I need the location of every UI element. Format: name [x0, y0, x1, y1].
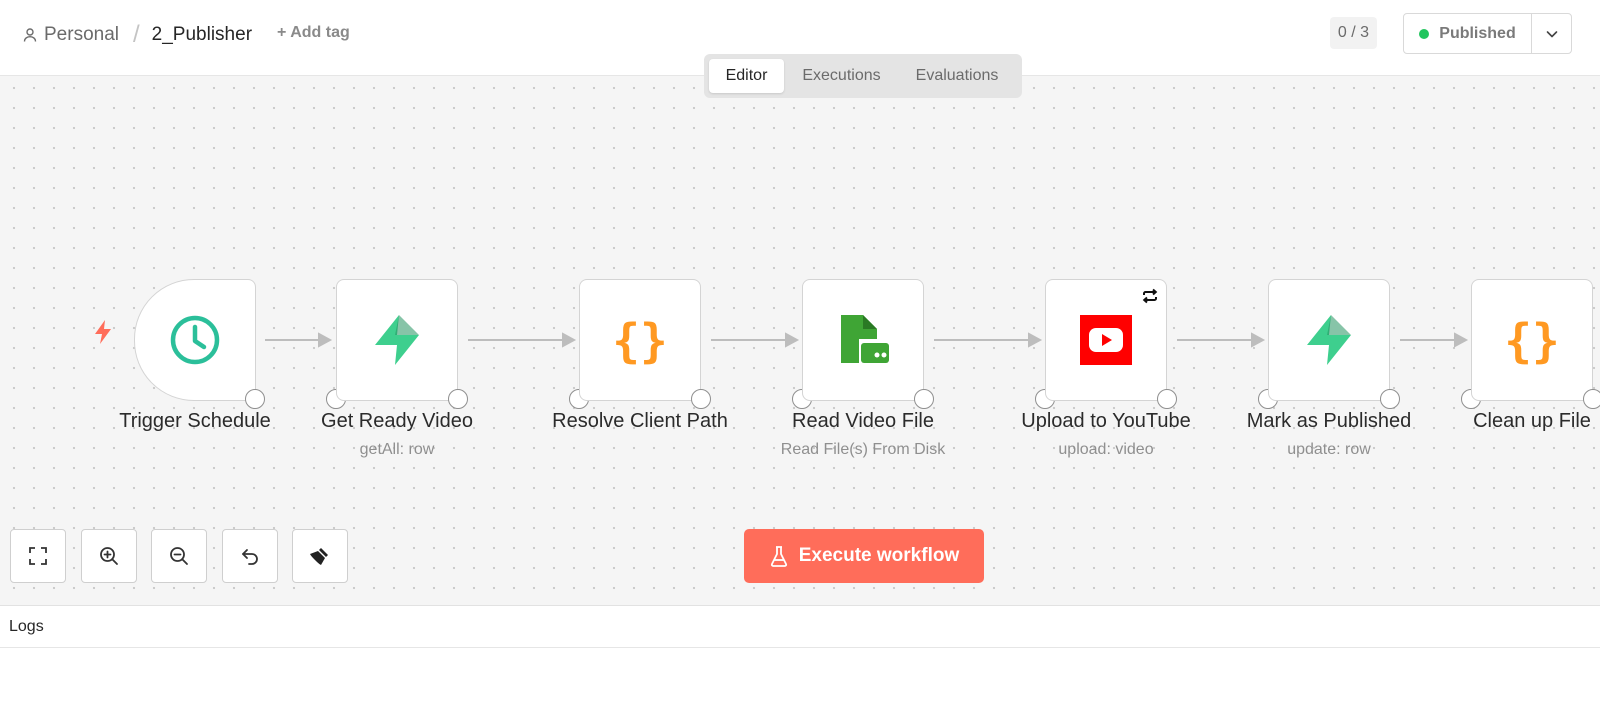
youtube-icon: [1080, 315, 1132, 365]
logs-label: Logs: [9, 618, 44, 635]
status-dot: [1419, 28, 1430, 39]
published-status-button[interactable]: Published: [1404, 14, 1532, 53]
tab-evaluations[interactable]: Evaluations: [915, 67, 999, 84]
zoom-in-button[interactable]: [81, 529, 137, 583]
version-counter[interactable]: 0 / 3: [1330, 17, 1377, 49]
node-trigger-schedule[interactable]: [134, 279, 256, 401]
user-icon: [22, 27, 38, 43]
node-title: Mark as Published: [1246, 410, 1412, 432]
published-status-label: Published: [1439, 24, 1516, 42]
node-title: Clean up File: [1473, 410, 1591, 432]
supabase-icon: [1307, 315, 1351, 365]
node-subtitle: Read File(s) From Disk: [780, 441, 946, 458]
node-mark-as-published[interactable]: [1268, 279, 1390, 401]
node-upload-to-youtube[interactable]: [1045, 279, 1167, 401]
publish-button-group: Published: [1403, 13, 1572, 54]
output-handle[interactable]: [245, 389, 265, 409]
view-tabs: Editor Executions Evaluations: [704, 54, 1022, 98]
breadcrumb-separator: /: [133, 21, 140, 48]
zoom-out-icon: [170, 547, 188, 565]
svg-text:{}: {}: [612, 314, 667, 368]
tidy-up-button[interactable]: [292, 529, 348, 583]
execute-workflow-label: Execute workflow: [798, 545, 960, 566]
zoom-out-button[interactable]: [151, 529, 207, 583]
publish-dropdown-button[interactable]: [1532, 14, 1571, 53]
node-clean-up-file[interactable]: {}: [1471, 279, 1593, 401]
logs-panel-body: [0, 648, 1600, 704]
chevron-down-icon: [1546, 30, 1557, 37]
code-braces-icon: {}: [612, 314, 667, 368]
workflow-canvas[interactable]: Trigger Schedule Get Ready Video getAll:…: [0, 76, 1600, 605]
connection-lines: [265, 332, 1469, 348]
output-handle[interactable]: [1157, 389, 1177, 409]
output-handle[interactable]: [448, 389, 468, 409]
node-subtitle: upload: video: [1058, 441, 1154, 458]
node-title: Read Video File: [792, 410, 934, 432]
zoom-to-fit-icon: [29, 547, 47, 565]
node-read-video-file[interactable]: [802, 279, 924, 401]
output-handle[interactable]: [1380, 389, 1400, 409]
breadcrumb: Personal / 2_Publisher: [22, 21, 253, 48]
clock-icon: [170, 315, 220, 365]
node-subtitle: update: row: [1287, 441, 1371, 458]
output-handle[interactable]: [1583, 389, 1600, 409]
file-disk-icon: [841, 315, 889, 363]
trigger-bolt-icon: [95, 320, 111, 344]
loop-icon: [1142, 288, 1158, 304]
node-resolve-client-path[interactable]: {}: [579, 279, 701, 401]
workflow-name[interactable]: 2_Publisher: [151, 24, 253, 45]
zoom-in-icon: [100, 547, 118, 565]
undo-button[interactable]: [222, 529, 278, 583]
supabase-icon: [375, 315, 419, 365]
flask-icon: [770, 546, 787, 567]
tab-editor[interactable]: Editor: [709, 59, 784, 93]
node-get-ready-video[interactable]: [336, 279, 458, 401]
node-title: Resolve Client Path: [552, 410, 728, 432]
svg-text:{}: {}: [1504, 314, 1559, 368]
logs-panel-header[interactable]: Logs: [0, 605, 1600, 648]
node-title: Upload to YouTube: [1021, 410, 1191, 432]
node-title: Trigger Schedule: [119, 410, 271, 432]
undo-icon: [242, 549, 258, 565]
execute-workflow-button[interactable]: Execute workflow: [744, 529, 984, 583]
tidy-up-icon: [310, 548, 328, 565]
output-handle[interactable]: [691, 389, 711, 409]
output-handle[interactable]: [914, 389, 934, 409]
zoom-to-fit-button[interactable]: [10, 529, 66, 583]
add-tag-button[interactable]: + Add tag: [277, 24, 350, 41]
breadcrumb-project[interactable]: Personal: [44, 24, 119, 45]
tab-executions[interactable]: Executions: [802, 67, 881, 84]
code-braces-icon: {}: [1504, 314, 1559, 368]
node-title: Get Ready Video: [321, 410, 473, 432]
node-subtitle: getAll: row: [359, 441, 435, 458]
